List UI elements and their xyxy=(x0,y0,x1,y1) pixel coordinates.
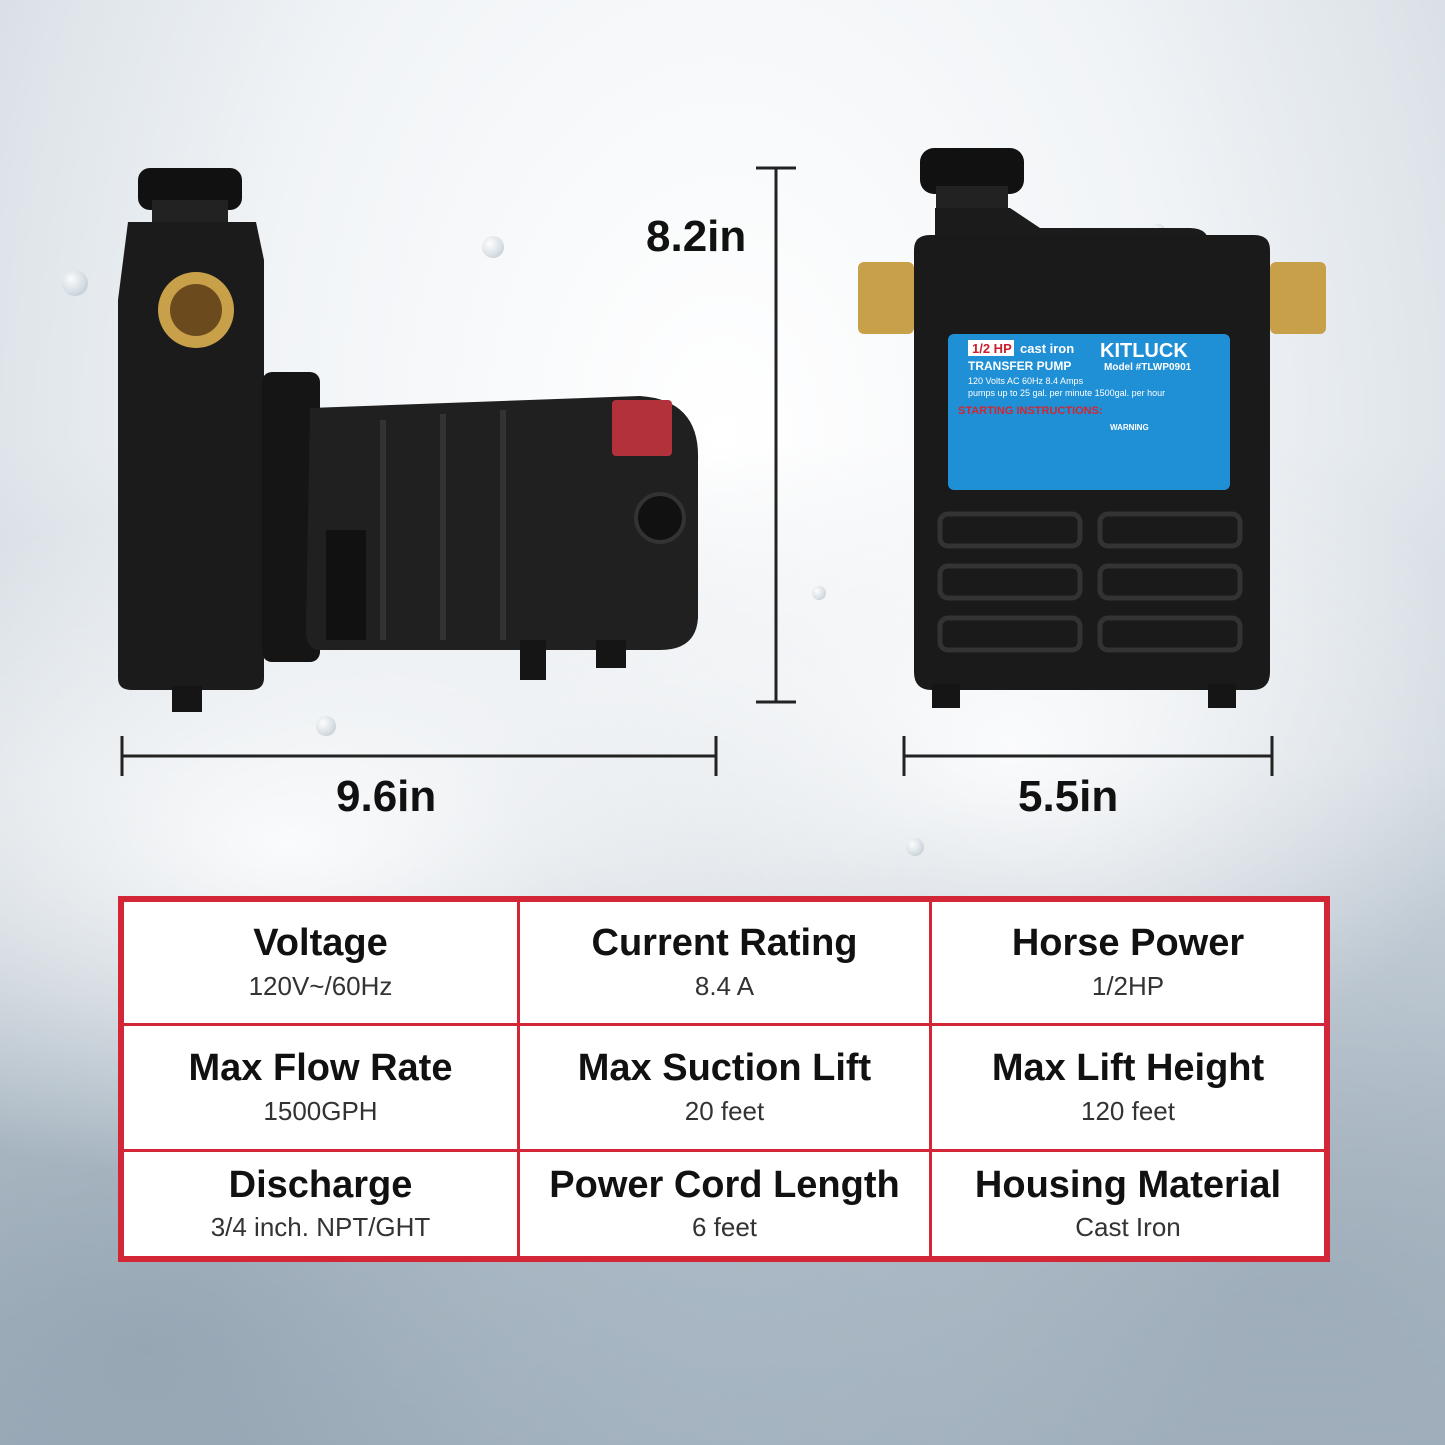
spec-cell-current-rating: Current Rating 8.4 A xyxy=(520,902,932,1026)
length-dimension-label: 9.6in xyxy=(336,772,437,821)
spec-cell-discharge: Discharge 3/4 inch. NPT/GHT xyxy=(124,1152,520,1256)
spec-value: Cast Iron xyxy=(1075,1212,1181,1243)
label-electrical: 120 Volts AC 60Hz 8.4 Amps xyxy=(968,376,1084,386)
width-dimension-label: 5.5in xyxy=(1018,772,1119,821)
dimension-lines xyxy=(120,166,1274,776)
spec-value: 1500GPH xyxy=(263,1095,378,1126)
spec-title: Horse Power xyxy=(1011,922,1245,965)
spec-title: Current Rating xyxy=(591,922,858,965)
spec-cell-max-lift-height: Max Lift Height 120 feet xyxy=(932,1026,1324,1152)
spec-title: Power Cord Length xyxy=(549,1163,900,1206)
spec-value: 6 feet xyxy=(691,1212,758,1243)
spec-title: Housing Material xyxy=(974,1163,1282,1206)
spec-value: 120 feet xyxy=(1081,1095,1175,1126)
label-warning: WARNING xyxy=(1110,423,1149,432)
spec-value: 120V~/60Hz xyxy=(248,970,393,1001)
water-droplet xyxy=(906,838,924,856)
spec-value: 20 feet xyxy=(684,1095,765,1126)
label-brand: KITLUCK xyxy=(1100,340,1188,362)
spec-title: Max Lift Height xyxy=(991,1047,1265,1090)
spec-value: 8.4 A xyxy=(694,970,755,1001)
spec-cell-housing-material: Housing Material Cast Iron xyxy=(932,1152,1324,1256)
water-droplet xyxy=(812,586,826,600)
spec-value: 3/4 inch. NPT/GHT xyxy=(210,1212,431,1243)
pump-illustrations: 1/2 HP cast iron KITLUCK TRANSFER PUMP M… xyxy=(118,148,1326,776)
label-instructions-title: STARTING INSTRUCTIONS: xyxy=(958,405,1103,417)
spec-title: Max Flow Rate xyxy=(188,1047,453,1090)
water-droplet xyxy=(62,270,88,296)
spec-value: 1/2HP xyxy=(1091,970,1165,1001)
spec-table: Voltage 120V~/60Hz Current Rating 8.4 A … xyxy=(118,896,1330,1262)
spec-cell-power-cord-length: Power Cord Length 6 feet xyxy=(520,1152,932,1256)
pump-front-view: 1/2 HP cast iron KITLUCK TRANSFER PUMP M… xyxy=(858,148,1326,708)
spec-cell-voltage: Voltage 120V~/60Hz xyxy=(124,902,520,1026)
spec-title: Max Suction Lift xyxy=(577,1047,872,1090)
label-material: cast iron xyxy=(1020,341,1074,356)
label-model: Model #TLWP0901 xyxy=(1104,362,1192,373)
spec-title: Discharge xyxy=(228,1163,413,1206)
spec-cell-max-flow-rate: Max Flow Rate 1500GPH xyxy=(124,1026,520,1152)
water-droplet xyxy=(316,716,336,736)
height-dimension-label: 8.2in xyxy=(646,212,747,261)
label-power: 1/2 HP xyxy=(972,341,1012,356)
label-type: TRANSFER PUMP xyxy=(968,359,1071,373)
spec-cell-horse-power: Horse Power 1/2HP xyxy=(932,902,1324,1026)
spec-title: Voltage xyxy=(253,922,388,965)
pump-side-view xyxy=(118,168,699,712)
spec-cell-max-suction-lift: Max Suction Lift 20 feet xyxy=(520,1026,932,1152)
label-flow: pumps up to 25 gal. per minute 1500gal. … xyxy=(968,388,1165,398)
water-droplet xyxy=(482,236,504,258)
